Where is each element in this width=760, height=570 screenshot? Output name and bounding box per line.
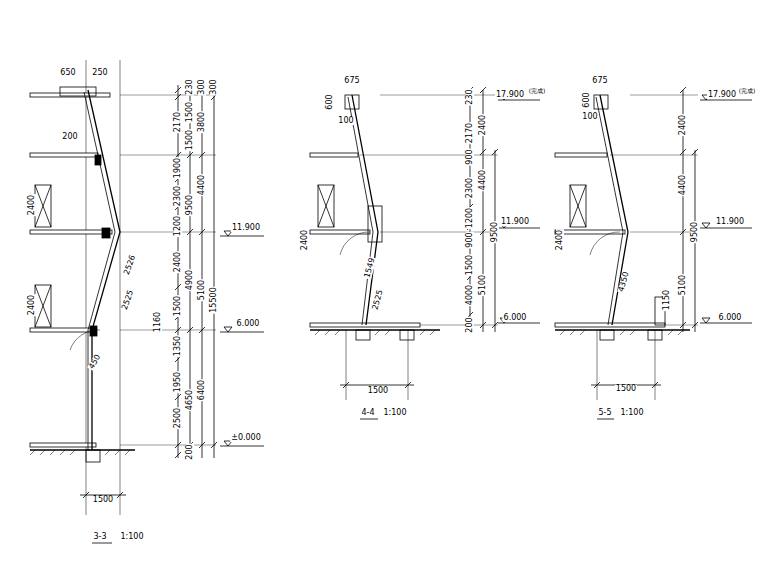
dimension-label: 17.900 <box>707 91 737 99</box>
dimension-label: 600 <box>326 93 334 110</box>
dimension-label: 300 <box>210 78 218 95</box>
dimension-label: 200 <box>186 443 194 460</box>
dimension-label: 2400 <box>679 114 687 136</box>
dimension-label: 9500 <box>491 221 499 243</box>
dimension-label: 2400 <box>28 294 36 316</box>
dimension-label: 1500 <box>186 101 194 123</box>
dimension-label: 230 <box>466 88 474 105</box>
dimension-label: 1:100 <box>382 409 407 417</box>
dimension-label: 9500 <box>691 221 699 243</box>
dimension-label: (完成) <box>528 88 547 94</box>
dimension-label: 1500 <box>174 295 182 317</box>
dimension-label: 5100 <box>479 274 487 296</box>
dimension-label: 3800 <box>198 111 206 133</box>
dimension-label: 2525 <box>120 288 135 312</box>
section-4-4 <box>310 87 540 419</box>
dimension-label: 1500 <box>367 387 389 395</box>
dimension-label: 2526 <box>122 253 137 277</box>
dimension-label: 2500 <box>174 407 182 429</box>
dimension-label: 6.000 <box>718 314 743 322</box>
dimension-label: 5100 <box>679 274 687 296</box>
dimension-label: (完成) <box>738 88 757 94</box>
dimension-label: 1200 <box>466 207 474 229</box>
dimension-label: 1150 <box>663 289 671 311</box>
dimension-label: 600 <box>583 91 591 108</box>
dimension-label: 17.900 <box>495 91 525 99</box>
dimension-label: 4000 <box>466 284 474 306</box>
dimension-label: 2170 <box>466 122 474 144</box>
dimension-label: 2400 <box>28 194 36 216</box>
dimension-label: 1950 <box>174 371 182 393</box>
dimension-label: 2400 <box>301 229 309 251</box>
dimension-label: 6400 <box>198 379 206 401</box>
dimension-label: 2525 <box>371 288 385 312</box>
section-3-3 <box>30 60 264 543</box>
dimension-label: 4-4 <box>360 409 375 417</box>
dimension-label: 11.900 <box>715 218 745 226</box>
dimension-label: 100 <box>581 113 598 121</box>
dimension-label: 11.900 <box>231 224 261 232</box>
dimension-label: 675 <box>343 77 360 85</box>
dimension-label: 230 <box>186 78 194 95</box>
dimension-label: 9500 <box>186 194 194 216</box>
dimension-label: 1549 <box>363 256 377 280</box>
dimension-label: 2300 <box>466 177 474 199</box>
dimension-label: 100 <box>337 117 354 125</box>
dimension-label: 2400 <box>174 251 182 273</box>
dimension-label: 6.000 <box>236 320 261 328</box>
dimension-label: 1500 <box>466 254 474 276</box>
dimension-label: 1500 <box>92 496 114 504</box>
dimension-label: 650 <box>59 69 76 77</box>
dimension-label: 675 <box>591 77 608 85</box>
dimension-label: 4400 <box>479 169 487 191</box>
dimension-label: 2300 <box>174 185 182 207</box>
dimension-label: 5100 <box>198 279 206 301</box>
dimension-label: 450 <box>87 353 103 372</box>
dimension-label: 200 <box>466 316 474 333</box>
dimension-label: 900 <box>466 231 474 248</box>
dimension-label: 1:100 <box>619 409 644 417</box>
dimension-label: 1500 <box>186 129 194 151</box>
dimension-label: 900 <box>466 148 474 165</box>
dimension-label: 4900 <box>186 269 194 291</box>
dimension-label: 5-5 <box>597 409 612 417</box>
dimension-label: 1500 <box>615 385 637 393</box>
dimension-label: 1900 <box>174 157 182 179</box>
dimension-label: 4650 <box>186 389 194 411</box>
dimension-label: 1160 <box>154 311 162 333</box>
dimension-label: 200 <box>61 133 78 141</box>
dimension-label: 250 <box>91 69 108 77</box>
dimension-label: 4400 <box>679 174 687 196</box>
dimension-label: 4350 <box>617 270 631 294</box>
dimension-label: ±0.000 <box>230 434 262 442</box>
dimension-label: 4400 <box>198 174 206 196</box>
dimension-label: 1200 <box>174 215 182 237</box>
dimension-label: 1350 <box>174 335 182 357</box>
dimension-label: 3-3 <box>92 533 107 541</box>
section-5-5 <box>555 87 752 419</box>
dimension-label: 11.900 <box>500 218 530 226</box>
dimension-label: 2400 <box>556 229 564 251</box>
dimension-label: 2170 <box>174 111 182 133</box>
dimension-label: 300 <box>198 78 206 95</box>
dimension-label: 1:100 <box>119 533 144 541</box>
dimension-label: 6.000 <box>503 314 528 322</box>
dimension-label: 2400 <box>479 114 487 136</box>
dimension-label: 15500 <box>210 286 218 313</box>
